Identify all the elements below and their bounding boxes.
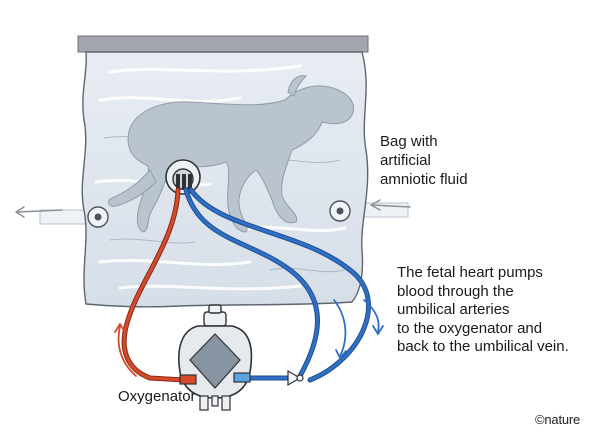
arrow-icon [15,199,411,218]
hanging-rail [77,35,369,53]
umbilical-tubes [121,187,371,383]
flow-description-line: to the oxygenator and [397,319,543,337]
y-connector [287,369,304,387]
bag-label-line: amniotic fluid [380,171,468,188]
flow-description-line: blood through the [397,282,514,300]
oxygenator-label: Oxygenator [118,388,196,405]
bag-label-line: Bag with [380,133,438,150]
bag-label: Bag with artificial amniotic fluid [380,132,520,189]
flow-description-line: back to the umbilical vein. [397,338,569,355]
flow-description-line: The fetal heart pumps [397,264,543,281]
flow-description-line: umbilical arteries [397,301,510,318]
flow-arrows [114,299,384,377]
credit-mark: ©nature [535,412,581,427]
flow-description: The fetal heart pumps blood through the … [397,264,597,357]
lamb-silhouette [108,75,354,233]
side-ports [87,200,351,228]
bag-label-line: artificial [380,152,431,169]
umbilical-port [165,159,201,195]
oxygenator-device [178,304,253,411]
